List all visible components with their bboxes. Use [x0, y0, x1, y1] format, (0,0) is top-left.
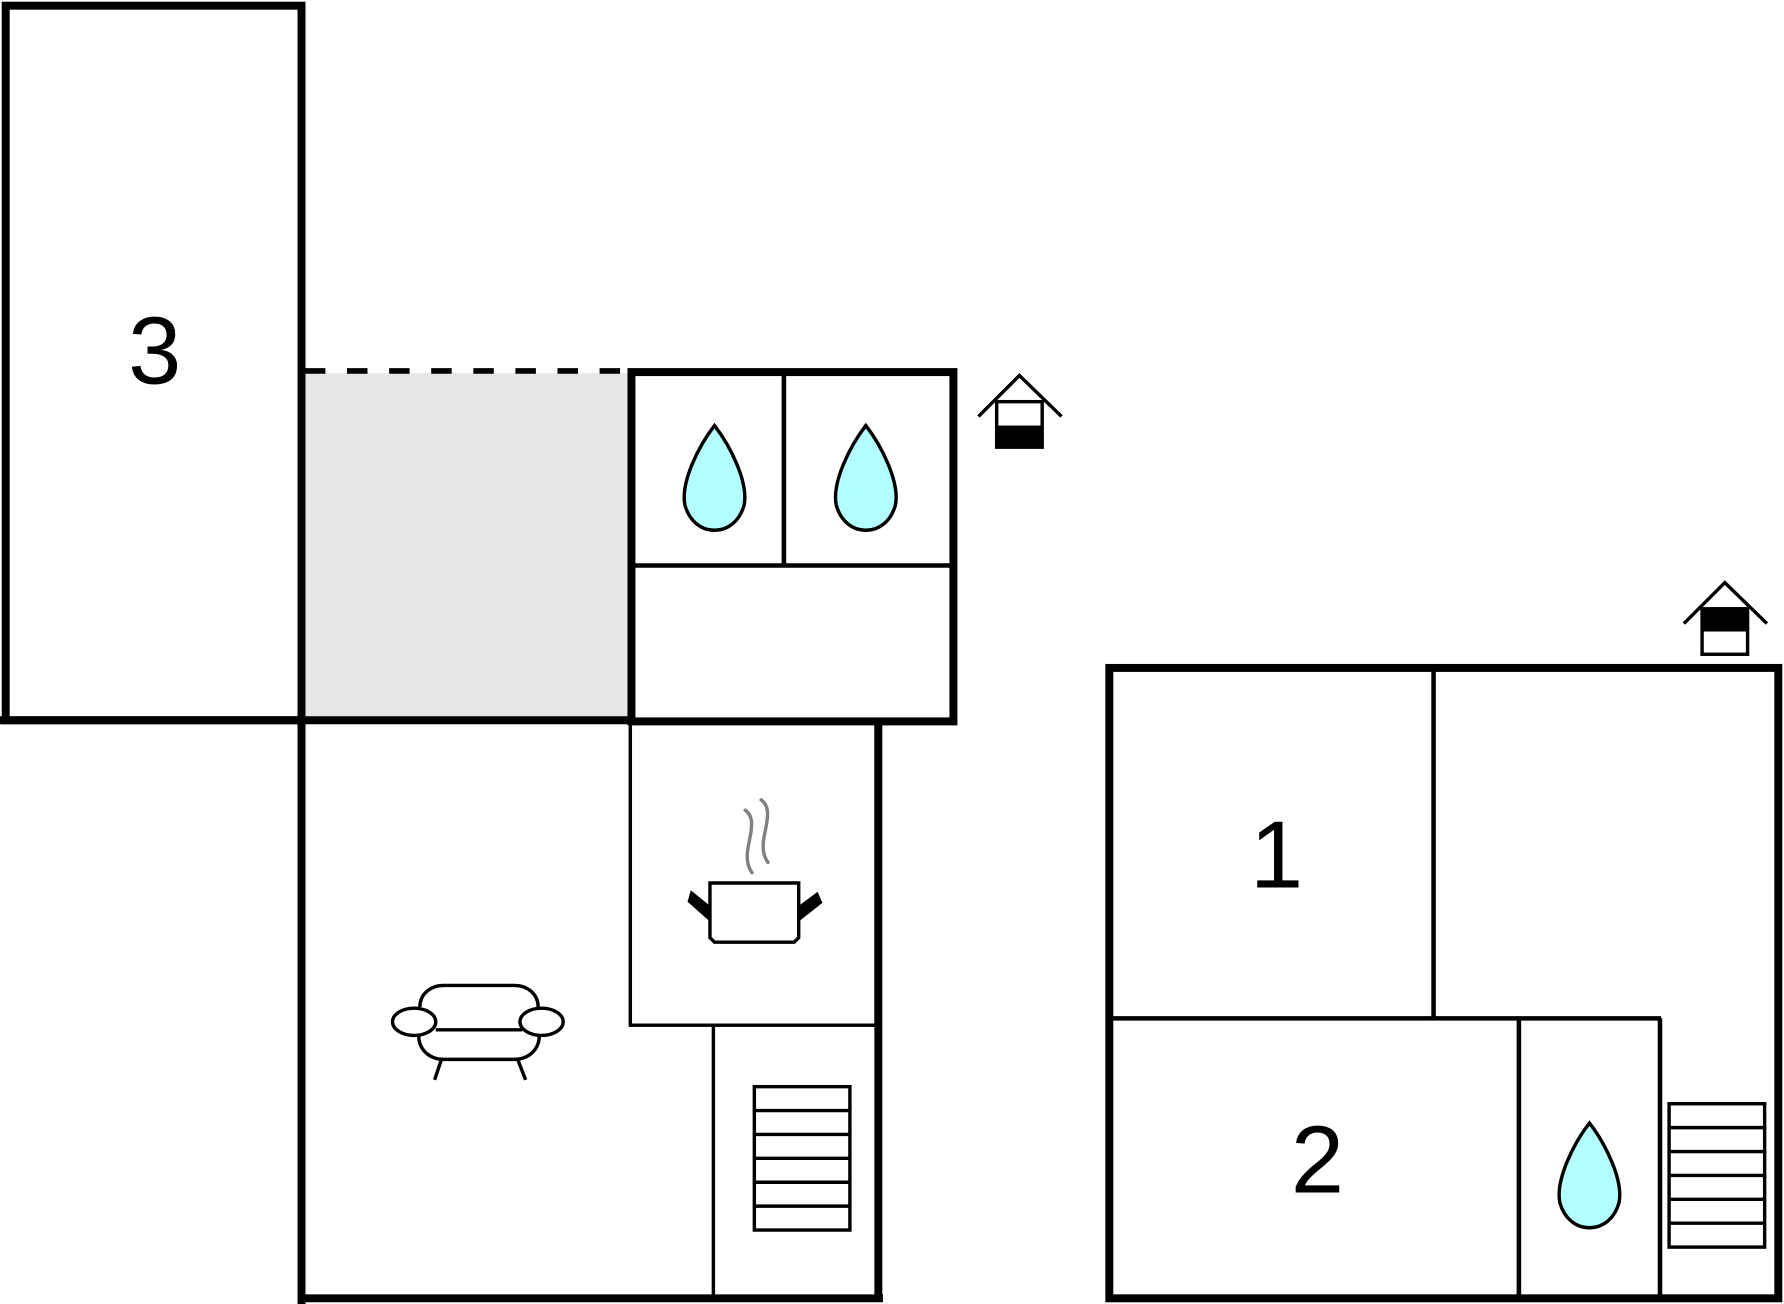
terrace	[304, 373, 631, 718]
bathroom-block	[627, 368, 958, 726]
building-outline	[1105, 663, 1783, 1303]
stairs-icon	[752, 1084, 852, 1232]
room-2-label: 2	[1291, 1106, 1344, 1213]
building-right: 1 2	[1105, 580, 1783, 1303]
room-1-label: 1	[1250, 802, 1303, 909]
sofa-icon	[390, 983, 565, 1081]
building-left: 3	[0, 1, 1063, 1304]
water-drop-icon	[1557, 1121, 1622, 1230]
water-drop-icon	[833, 423, 898, 532]
stairs-icon	[1667, 1102, 1767, 1249]
entrance-icon	[977, 373, 1063, 449]
room-3-label: 3	[128, 297, 181, 404]
kitchen	[628, 718, 878, 1027]
stove-pot-icon	[687, 798, 823, 944]
water-drop-icon	[682, 423, 747, 532]
entrance-icon	[1682, 580, 1769, 656]
